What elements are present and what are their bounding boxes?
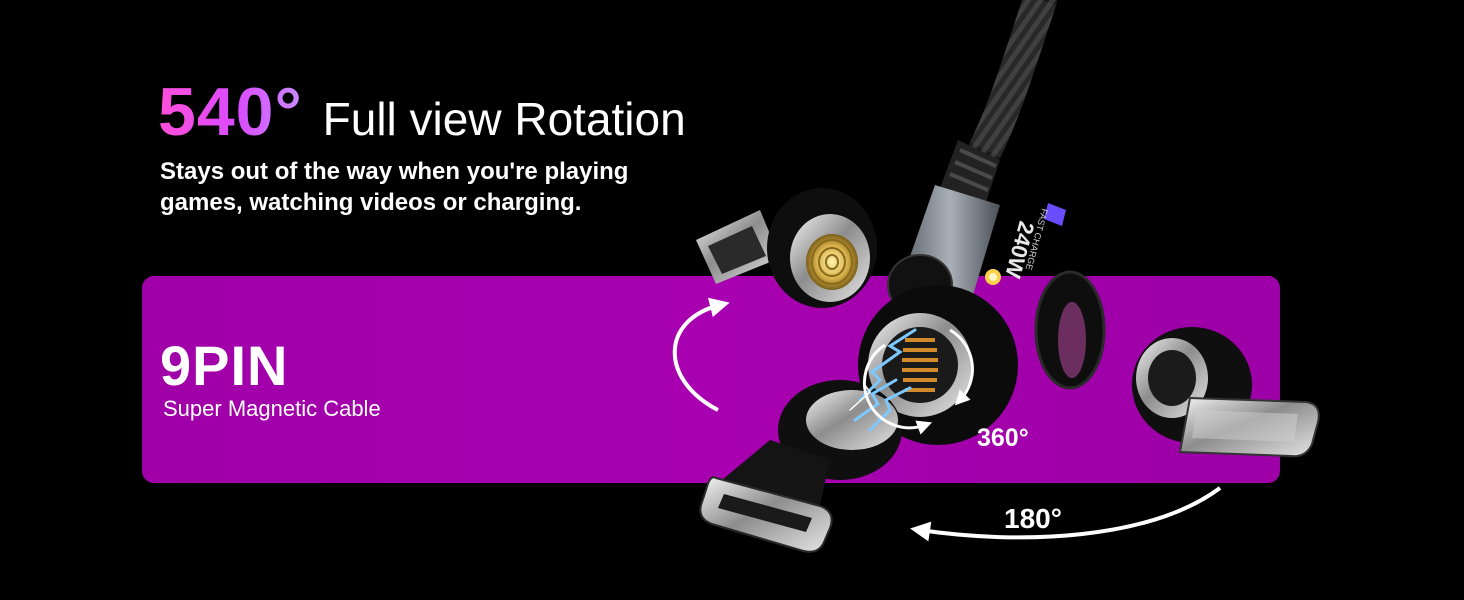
pin-subtitle: Super Magnetic Cable: [163, 396, 381, 421]
headline-title: Full view Rotation: [322, 93, 686, 145]
rotation-arrows: [672, 297, 1222, 542]
strain-relief: [940, 140, 1000, 205]
subtitle-line-2: games, watching videos or charging.: [160, 189, 582, 216]
micro-usb-tip: [696, 188, 877, 308]
subtitle: Stays out of the way when you're playing…: [160, 156, 720, 218]
headline-degree: 540°: [158, 74, 303, 150]
angle-180-label: 180°: [1004, 503, 1062, 534]
headline: 540° Full view Rotation: [158, 78, 686, 146]
braided-cable: [968, 0, 1057, 167]
lightning-tip: [1132, 327, 1320, 458]
angle-360-label: 360°: [977, 424, 1029, 452]
subtitle-line-1: Stays out of the way when you're playing: [160, 158, 629, 185]
rotating-head: [858, 254, 1106, 445]
pin-title: 9PIN: [160, 334, 289, 397]
